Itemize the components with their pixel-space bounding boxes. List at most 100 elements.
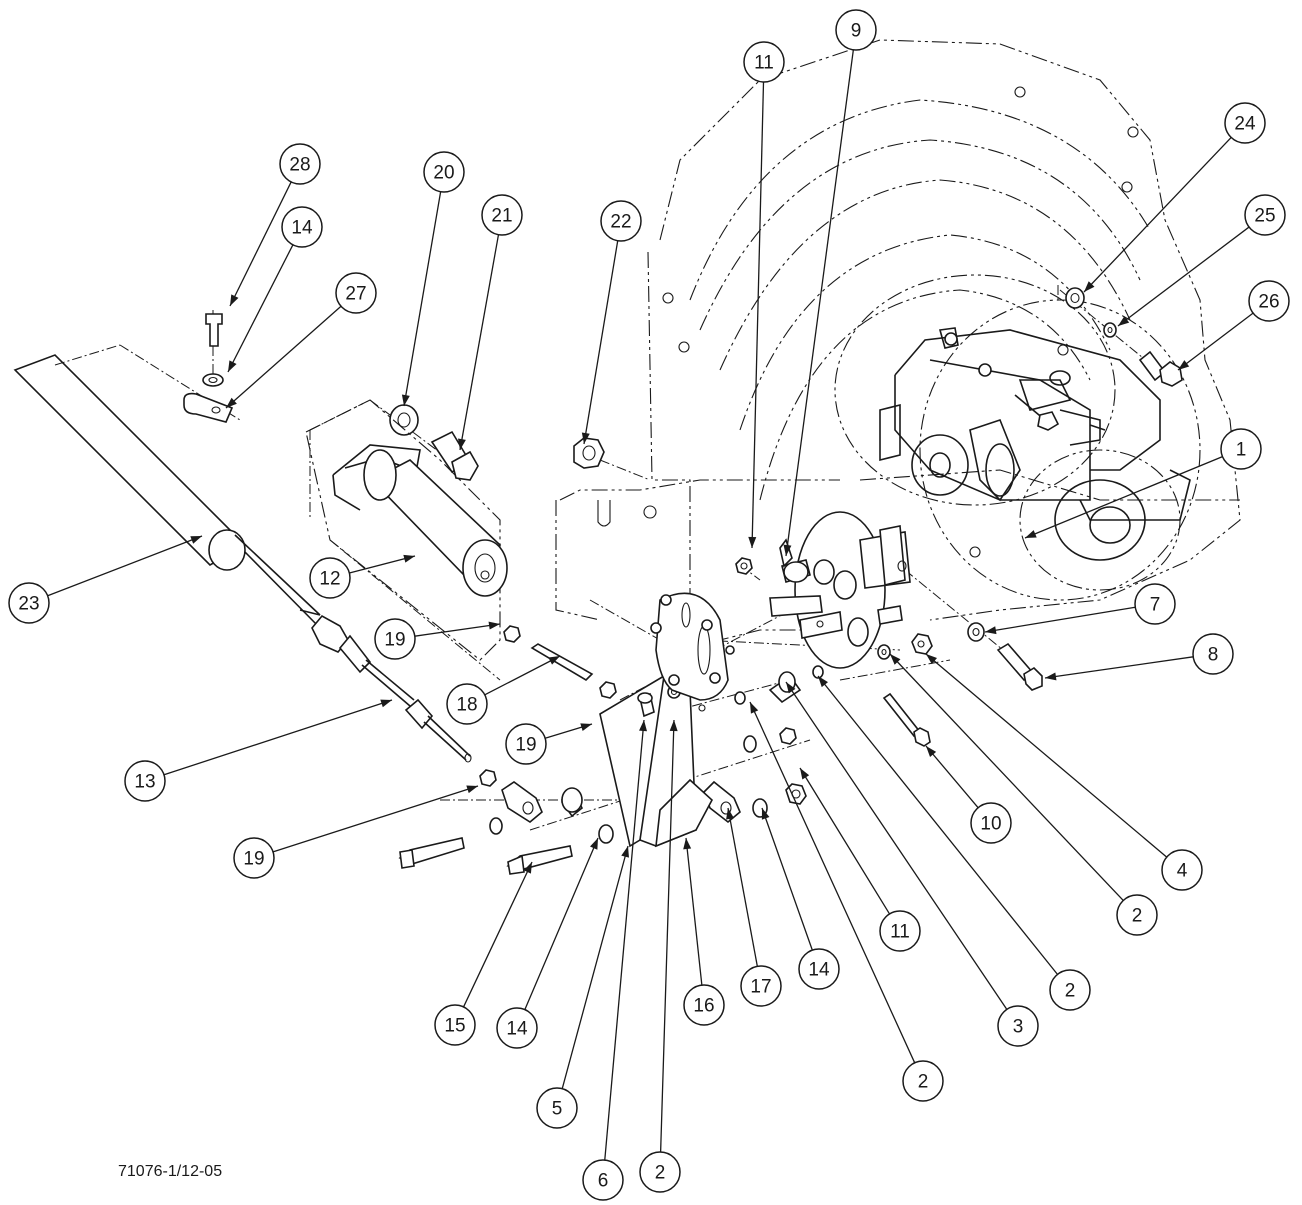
callout-balloon [374,618,416,660]
leader-arrowhead [726,808,734,820]
leader-arrowhead [683,838,692,850]
callout-26: 26 [1177,280,1290,371]
callout-5: 5 [536,845,629,1129]
callout-number: 28 [289,155,310,176]
callout-balloon [902,1060,944,1102]
leader-line [1024,456,1223,539]
washer-and-bolt-20-21 [389,404,479,481]
leader-arrowhead [523,862,532,874]
leader-arrowhead [621,846,629,858]
cable-conduit-tube [13,354,321,629]
callout-22: 22 [581,200,642,445]
callout-balloon [1244,194,1286,236]
callout-balloon [1049,969,1091,1011]
callout-6: 6 [582,719,648,1201]
callout-balloon [600,200,642,242]
leader-arrowhead [761,808,770,820]
leader-arrowhead [488,621,500,630]
callout-21: 21 [457,194,523,451]
callout-balloon [1116,894,1158,936]
leader-arrowhead [226,397,237,408]
leader-arrowhead [230,294,239,306]
sensor-assembly [735,511,911,669]
callout-balloon [798,948,840,990]
leader-arrowhead [783,544,792,556]
leader-line [561,845,629,1089]
callout-balloon [335,272,377,314]
leader-arrowhead [457,438,466,450]
callout-number: 19 [515,735,536,756]
push-rod-and-nuts [503,625,617,699]
leader-arrowhead [590,838,598,850]
callout-balloon [743,41,785,83]
leader-line [685,837,703,986]
callout-number: 9 [851,21,862,42]
leader-line [817,675,1058,975]
callout-number: 12 [319,569,340,590]
callout-number: 25 [1254,206,1275,227]
leader-line [604,719,645,1161]
leader-line [414,623,501,637]
callout-balloon [446,683,488,725]
callout-balloon [434,1004,476,1046]
callout-number: 17 [750,977,771,998]
leader-arrowhead [1118,316,1130,326]
callout-2: 2 [749,701,944,1102]
callout-18: 18 [446,655,561,725]
callout-number: 2 [655,1163,666,1184]
callout-2: 2 [639,719,681,1193]
callout-19: 19 [233,785,479,879]
callout-number: 26 [1258,292,1279,313]
leader-line [749,701,916,1064]
right-side-hardware [734,622,1043,747]
callout-number: 11 [754,53,774,74]
callout-balloon [309,557,351,599]
callout-balloon [505,723,547,765]
leader-line [727,807,758,967]
leader-line [462,861,533,1008]
leader-line [1044,656,1194,679]
hex-nut-22 [573,437,605,469]
callout-4: 4 [925,653,1203,891]
pump-mount-hardware [1065,287,1183,387]
leader-arrowhead [401,394,410,406]
callout-balloon [1220,428,1262,470]
callout-8: 8 [1044,633,1234,681]
leader-arrowhead [190,536,202,544]
leader-arrowhead [926,746,937,757]
callout-balloon [233,837,275,879]
callout-balloon [536,1087,578,1129]
mounting-bracket [599,674,713,848]
callout-17: 17 [726,807,782,1007]
callout-balloon [1192,633,1234,675]
callout-number: 8 [1208,645,1219,666]
control-cable [299,609,472,763]
callout-19: 19 [505,723,593,765]
callout-number: 20 [433,163,454,184]
leader-arrowhead [580,723,592,732]
callout-balloon [997,1005,1039,1047]
callout-balloon [124,760,166,802]
callout-number: 2 [1132,906,1143,927]
hydraulic-pump [879,327,1191,561]
leader-arrowhead [748,536,757,548]
callout-number: 14 [808,960,830,981]
callout-number: 7 [1150,595,1161,616]
callout-7: 7 [984,583,1176,635]
callout-number: 1 [1236,440,1247,461]
callout-number: 3 [1013,1017,1024,1038]
callout-9: 9 [783,9,877,557]
leader-line [751,81,765,549]
callout-11: 11 [743,41,785,549]
callout-10: 10 [925,745,1012,844]
leader-arrowhead [800,768,810,780]
actuator-cylinder [305,399,508,661]
callout-number: 14 [291,218,313,239]
leader-line [272,785,479,853]
leader-line [1117,226,1250,327]
leader-line [524,837,599,1010]
cable-clamp-assembly [183,313,234,423]
leader-arrowhead [669,720,678,732]
leader-line [984,606,1136,633]
